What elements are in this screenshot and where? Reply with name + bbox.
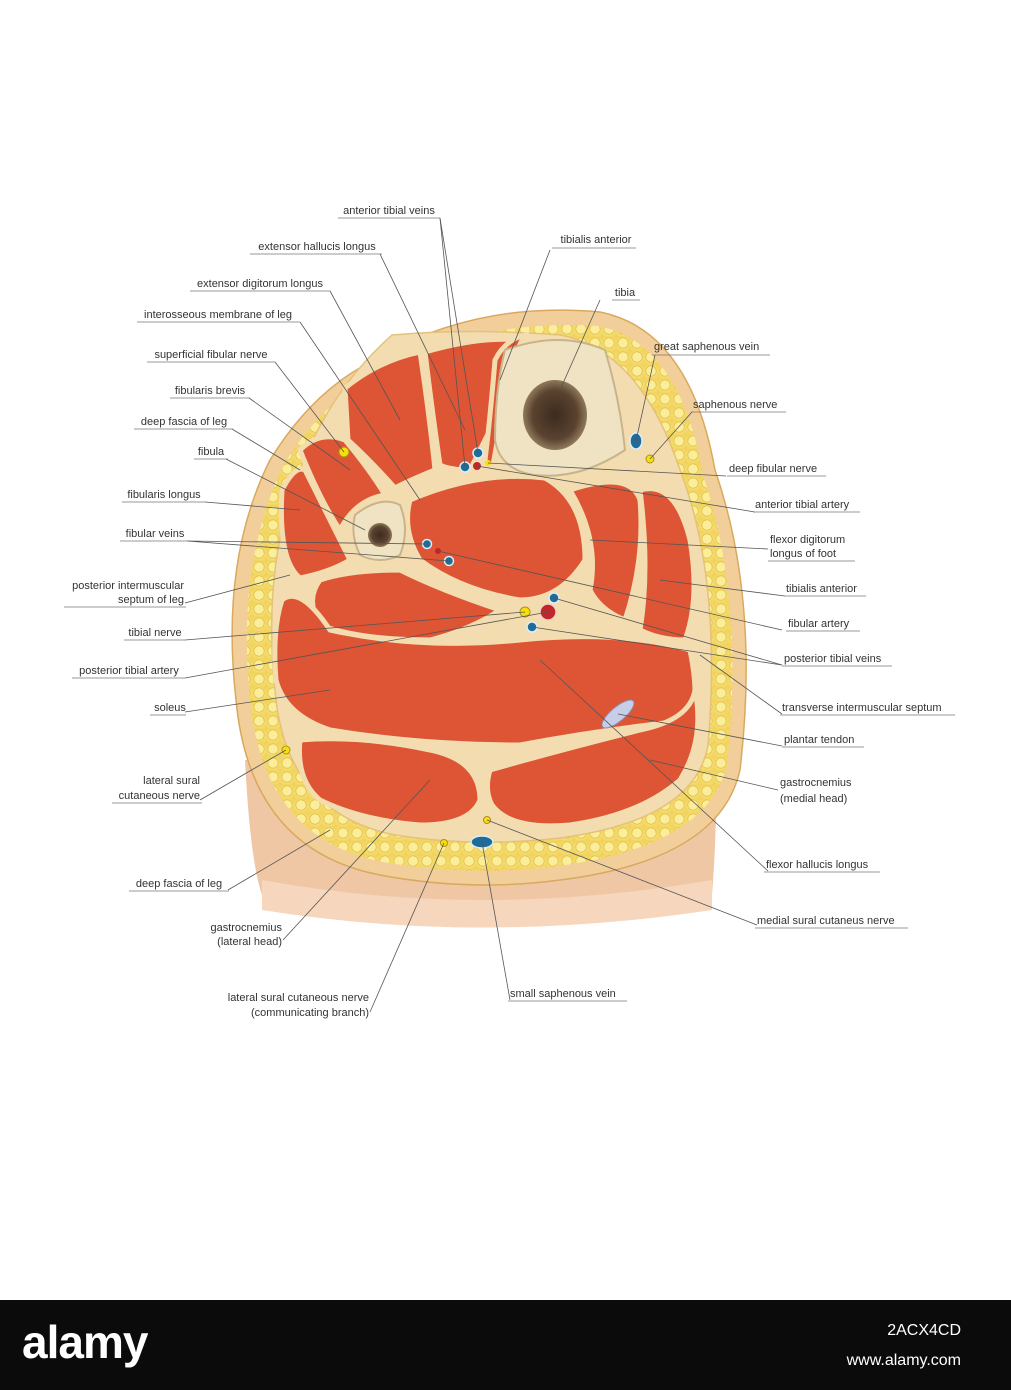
label-anterior-tibial-artery: anterior tibial artery (755, 499, 850, 511)
label-fibular-veins: fibular veins (126, 528, 185, 540)
label-great-saphenous-vein: great saphenous vein (654, 341, 759, 353)
label-posterior-septum-2: septum of leg (118, 594, 184, 606)
image-id: 2ACX4CD (887, 1322, 961, 1339)
label-gastroc-medial-1: gastrocnemius (780, 777, 852, 789)
label-medial-sural: medial sural cutaneus nerve (757, 915, 895, 927)
label-tibial-nerve: tibial nerve (128, 627, 181, 639)
label-fibularis-brevis: fibularis brevis (175, 385, 246, 397)
label-posterior-tibial-veins: posterior tibial veins (784, 653, 882, 665)
label-anterior-tibial-veins: anterior tibial veins (343, 205, 435, 217)
tibialis-anterior-muscle-right (637, 486, 697, 643)
label-tibialis-anterior-right: tibialis anterior (786, 583, 857, 595)
label-deep-fibular-nerve: deep fibular nerve (729, 463, 817, 475)
leg-skin-lower (262, 880, 712, 928)
extensor-digitorum-longus-muscle (342, 349, 438, 492)
leader-lines (184, 217, 786, 1013)
label-flexor-hallucis-longus: flexor hallucis longus (766, 859, 869, 871)
alamy-logo[interactable]: alamy (22, 1316, 148, 1368)
label-plantar-tendon: plantar tendon (784, 734, 854, 746)
label-posterior-tibial-artery: posterior tibial artery (79, 665, 179, 677)
label-fibular-artery: fibular artery (788, 618, 850, 630)
label-transverse-septum: transverse intermuscular septum (782, 702, 942, 714)
footer-bar (0, 1300, 1011, 1390)
label-extensor-hallucis-longus: extensor hallucis longus (258, 241, 376, 253)
label-posterior-septum-1: posterior intermuscular (72, 580, 184, 592)
fibula-marrow (368, 523, 392, 547)
label-deep-fascia-top: deep fascia of leg (141, 416, 227, 428)
label-fibula: fibula (198, 446, 225, 458)
label-lateral-sural-comm-2: (communicating branch) (251, 1007, 369, 1019)
tibialis-posterior-muscle (405, 473, 588, 603)
label-gastroc-lateral-2: (lateral head) (217, 936, 282, 948)
tibia-marrow (523, 380, 587, 450)
label-interosseous-membrane: interosseous membrane of leg (144, 309, 292, 321)
label-tibia: tibia (615, 287, 636, 299)
label-lateral-sural-comm-1: lateral sural cutaneous nerve (228, 992, 369, 1004)
label-deep-fascia-bottom: deep fascia of leg (136, 878, 222, 890)
gastrocnemius-lateral-head-muscle (296, 736, 483, 828)
label-soleus: soleus (154, 702, 186, 714)
label-lateral-sural-2: cutaneous nerve (119, 790, 200, 802)
label-lateral-sural-1: lateral sural (143, 775, 200, 787)
label-tibialis-anterior-top: tibialis anterior (561, 234, 632, 246)
label-fibularis-longus: fibularis longus (127, 489, 201, 501)
label-flexor-digitorum-1: flexor digitorum (770, 534, 845, 546)
flexor-digitorum-longus-muscle (566, 479, 644, 624)
label-saphenous-nerve: saphenous nerve (693, 399, 777, 411)
labels-left: anterior tibial veins extensor hallucis … (64, 205, 440, 1019)
gastrocnemius-medial-head-muscle (484, 689, 701, 829)
label-extensor-digitorum-longus: extensor digitorum longus (197, 278, 323, 290)
site-url[interactable]: www.alamy.com (846, 1352, 961, 1369)
label-gastroc-medial-2: (medial head) (780, 793, 847, 805)
label-gastroc-lateral-1: gastrocnemius (210, 922, 282, 934)
label-superficial-fibular-nerve: superficial fibular nerve (154, 349, 267, 361)
label-flexor-digitorum-2: longus of foot (770, 548, 836, 560)
labels-right: tibialis anterior tibia great saphenous … (508, 234, 955, 1002)
leg-cross-section-diagram: anterior tibial veins extensor hallucis … (64, 205, 955, 1019)
label-small-saphenous-vein: small saphenous vein (510, 988, 616, 1000)
